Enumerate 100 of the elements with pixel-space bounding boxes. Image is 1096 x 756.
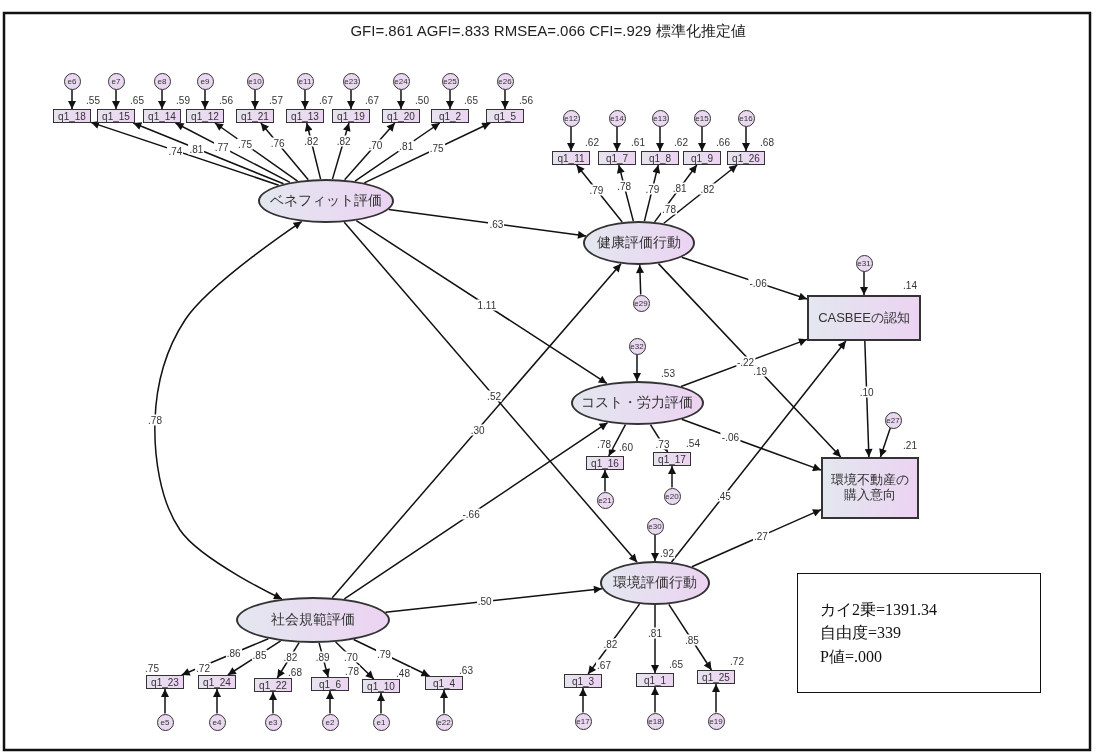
error-term-circle	[632, 294, 650, 312]
squared-multiple-correlation: .72	[729, 655, 745, 667]
squared-multiple-correlation: .78	[344, 665, 360, 677]
path-coefficient: -.06	[748, 277, 768, 289]
arrow	[601, 469, 609, 493]
error-label: e17	[576, 716, 590, 726]
error-label: e21	[598, 495, 612, 505]
arrow	[112, 88, 120, 110]
squared-multiple-correlation: .48	[395, 667, 411, 679]
path-coefficient: 1.11	[476, 300, 498, 311]
indicator-box	[486, 109, 524, 123]
error-term-circle	[153, 72, 171, 90]
arrow	[616, 164, 635, 222]
variable-label: 環境不動産の購入意向	[830, 473, 910, 503]
path-coefficient: .70	[367, 139, 384, 151]
error-label: e7	[111, 76, 121, 86]
indicator-box	[425, 676, 463, 690]
statistic-text: カイ2乗=1391.34	[820, 600, 938, 621]
squared-multiple-correlation: .61	[630, 136, 646, 148]
arrow	[269, 691, 277, 715]
indicator-box	[254, 678, 292, 692]
error-label: e16	[739, 113, 753, 123]
error-label: e18	[648, 716, 662, 726]
squared-multiple-correlation: .55	[85, 94, 101, 106]
arrow	[251, 88, 259, 110]
arrow	[668, 465, 676, 489]
error-term-circle	[574, 712, 592, 730]
squared-multiple-correlation: .50	[414, 94, 430, 106]
arrow	[161, 688, 169, 715]
error-label: e5	[160, 717, 170, 727]
indicator-box	[286, 109, 324, 123]
path-coefficient: .27	[752, 530, 769, 542]
path-coefficient: .75	[237, 138, 253, 150]
path-coefficient: .78	[596, 438, 612, 450]
arrow	[613, 125, 621, 152]
path-coefficient: .85	[683, 634, 700, 646]
arrow	[331, 263, 622, 599]
indicator-label: q1_8	[648, 152, 672, 164]
error-term-circle	[196, 72, 214, 90]
error-label: e11	[298, 76, 312, 86]
indicator-label: q1_17	[658, 453, 686, 465]
error-label: e32	[630, 341, 644, 351]
squared-multiple-correlation: .68	[287, 666, 303, 678]
error-term-circle	[628, 337, 646, 355]
squared-multiple-correlation: .59	[175, 94, 191, 106]
indicator-label: q1_3	[571, 675, 595, 687]
error-label: e24	[394, 76, 408, 86]
arrow	[680, 418, 822, 472]
path-coefficient: .75	[428, 142, 445, 154]
arrow	[636, 264, 644, 296]
path-coefficient: .10	[858, 386, 875, 398]
path-coefficient: .81	[671, 182, 688, 194]
arrow	[742, 125, 750, 152]
arrow	[651, 686, 659, 714]
arrow	[347, 88, 355, 110]
path-coefficient: .78	[616, 180, 633, 192]
error-label: e25	[443, 76, 457, 86]
path-coefficient: .82	[303, 135, 320, 147]
arrow	[384, 585, 603, 613]
error-term-circle	[737, 109, 755, 127]
arrow	[326, 690, 334, 715]
variable-label: 環境評価行動	[613, 574, 697, 592]
indicator-box	[636, 673, 674, 687]
path-coefficient: .70	[342, 651, 359, 663]
arrow	[201, 88, 209, 110]
path-coefficient: .79	[644, 183, 661, 195]
arrow	[446, 88, 454, 110]
error-label: e13	[653, 113, 667, 123]
error-term-circle	[496, 72, 514, 90]
error-label: e6	[67, 76, 77, 86]
arrow	[397, 88, 405, 110]
indicator-box	[683, 151, 721, 165]
error-label: e10	[248, 76, 262, 86]
indicator-box	[198, 675, 236, 689]
arrow	[377, 692, 385, 715]
squared-multiple-correlation: .92	[659, 547, 675, 559]
path-coefficient: .45	[715, 490, 732, 502]
indicator-box	[332, 109, 370, 123]
indicator-box	[382, 109, 420, 123]
indicator-label: q1_26	[732, 152, 760, 164]
error-term-circle	[884, 411, 902, 429]
path-coefficient: .50	[476, 595, 493, 607]
error-term-circle	[264, 713, 282, 731]
arrow	[879, 427, 892, 458]
path-coefficient: .82	[699, 183, 716, 195]
path-coefficient: .86	[225, 647, 242, 659]
path-coefficient: .82	[282, 651, 299, 663]
variable-label: 社会規範評価	[271, 611, 355, 629]
arrow	[670, 340, 847, 563]
error-term-circle	[392, 72, 410, 90]
error-label: e29	[634, 298, 648, 308]
path-coefficient: .79	[376, 648, 392, 660]
squared-multiple-correlation: .78	[661, 203, 677, 215]
path-coefficient: .78	[147, 414, 163, 426]
path-coefficient: -.22	[735, 356, 756, 368]
fit-statistics-box	[797, 573, 1041, 693]
indicator-box	[653, 452, 691, 466]
error-term-circle	[321, 713, 339, 731]
error-label: e1	[376, 717, 386, 727]
error-term-circle	[208, 713, 226, 731]
